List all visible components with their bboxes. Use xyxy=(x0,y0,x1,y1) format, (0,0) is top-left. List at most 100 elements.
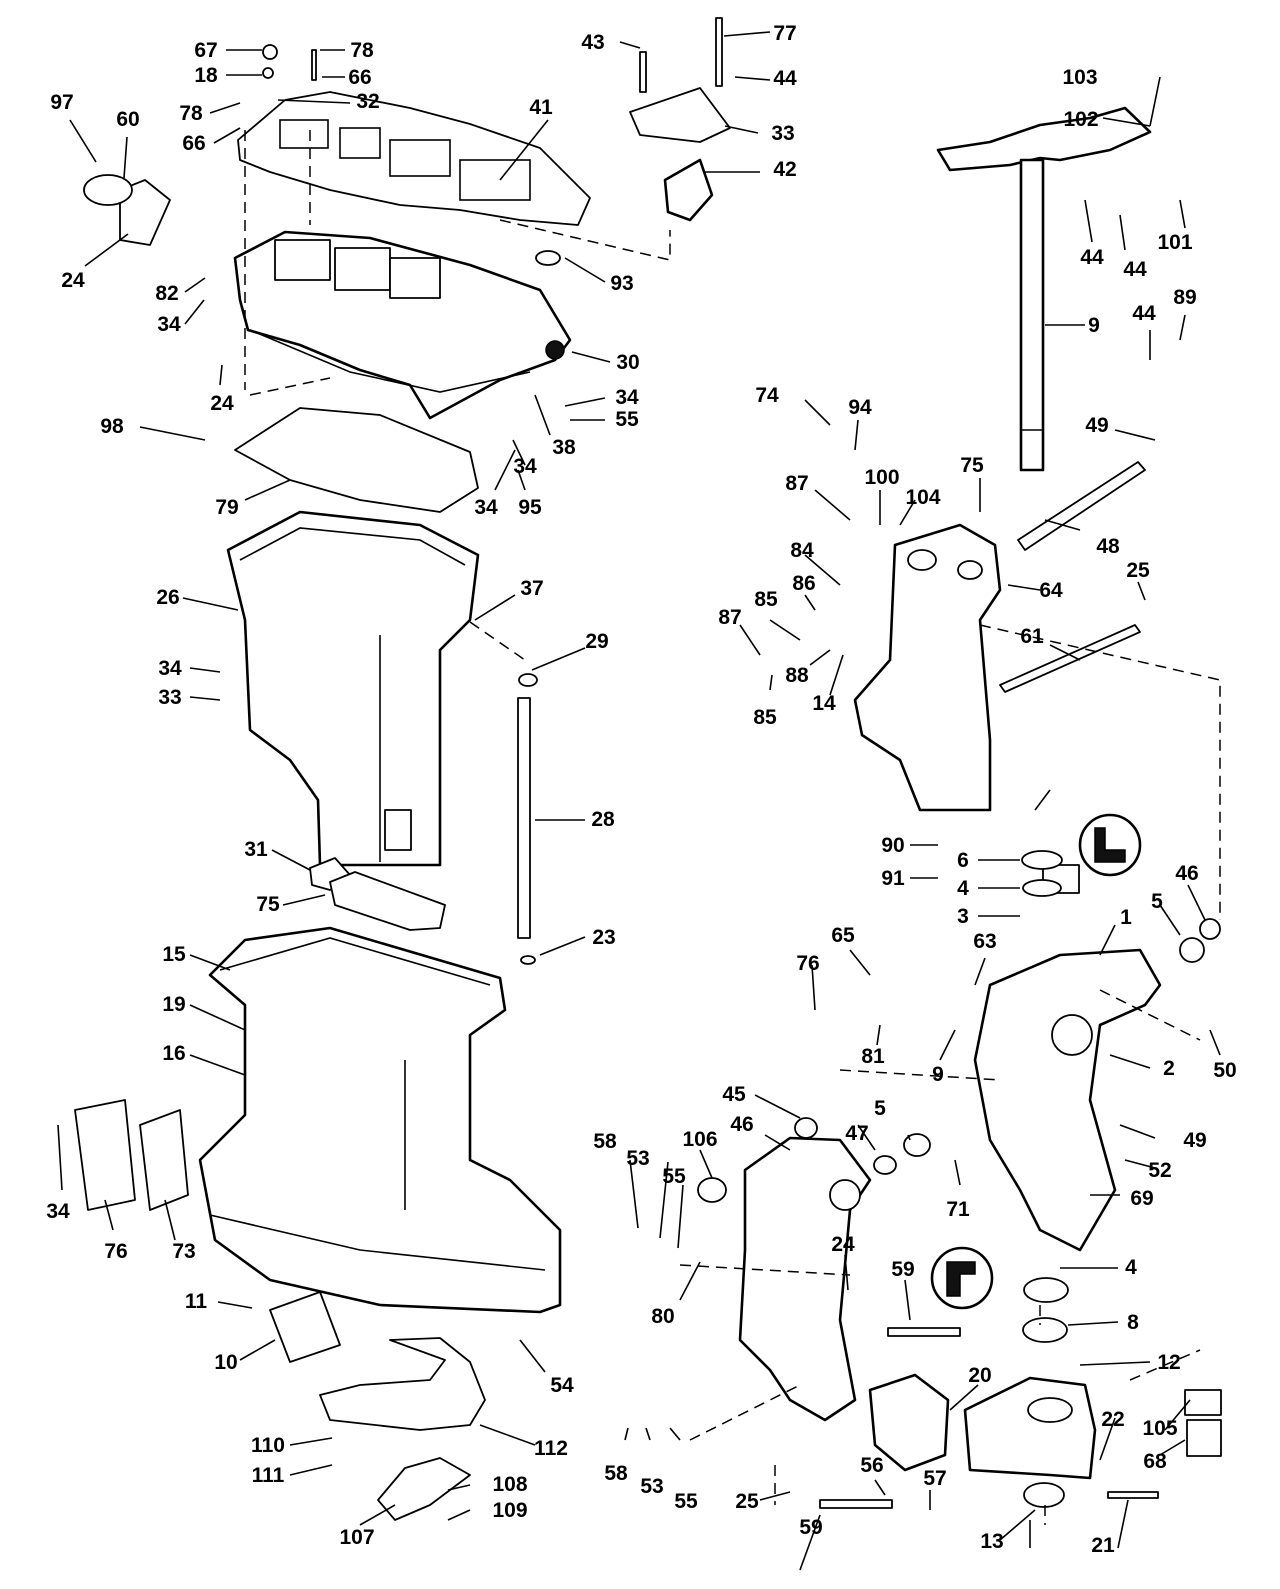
callout-6: 6 xyxy=(957,849,969,872)
callout-103: 103 xyxy=(1062,66,1097,89)
part-module-38 xyxy=(535,87,731,266)
callout-90: 88 xyxy=(785,664,809,687)
callout-85: 85 xyxy=(753,706,777,729)
callout-63: 63 xyxy=(973,930,996,953)
callout-19: 21 xyxy=(1091,1534,1115,1557)
callout-16: 16 xyxy=(162,1042,185,1065)
callout-9: 9 xyxy=(932,1063,944,1086)
callout-100: 98 xyxy=(100,415,124,438)
callout-88: 87 xyxy=(718,606,741,629)
callout-labels: 67 18 78 66 32 78 66 97 60 24 41 43 77 4… xyxy=(46,22,1236,1557)
callout-68: 68 xyxy=(1143,1450,1167,1473)
callout-79: 79 xyxy=(215,496,238,519)
callout-55: 55 xyxy=(674,1490,698,1513)
part-plate-112 xyxy=(319,1337,486,1521)
callout-44: 45 xyxy=(722,1083,746,1106)
callout-20: 22 xyxy=(1101,1408,1124,1431)
callout-27: 28 xyxy=(591,808,615,831)
callout-2: 2 xyxy=(1163,1057,1175,1080)
callout-24: 24 xyxy=(831,1233,855,1256)
callout-54: 54 xyxy=(550,1374,574,1397)
callout-99: 97 xyxy=(50,91,73,114)
callout-36: 38 xyxy=(552,436,576,459)
callout-35: 37 xyxy=(520,577,543,600)
callout-34: 34 xyxy=(158,657,182,680)
callout-12: 12 xyxy=(1157,1351,1180,1374)
callout-102: 102 xyxy=(1063,108,1098,131)
callout-101: 101 xyxy=(1157,231,1192,254)
assembly-lines xyxy=(244,130,1221,1525)
callout-22: 23 xyxy=(592,926,615,949)
callout-53: 53 xyxy=(640,1475,663,1498)
callout-84: 84 xyxy=(790,539,814,562)
callout-64: 64 xyxy=(1039,579,1063,602)
callout-86: 85 xyxy=(754,588,778,611)
callout-39: 43 xyxy=(581,31,604,54)
callout-107: 107 xyxy=(339,1526,374,1549)
callout-42: 44 xyxy=(1080,246,1104,269)
callout-14: 14 xyxy=(812,692,836,715)
callout-93: 91 xyxy=(881,867,905,890)
part-plates xyxy=(74,1099,341,1363)
callout-38: 42 xyxy=(773,158,796,181)
part-adapter-30 xyxy=(233,230,572,420)
callout-4: 4 xyxy=(957,877,969,900)
callout-65: 65 xyxy=(831,924,855,947)
leader-lines xyxy=(57,31,1221,1571)
callout-18: 20 xyxy=(968,1364,991,1387)
callout-89: 87 xyxy=(785,472,808,495)
callout-3: 3 xyxy=(957,905,969,928)
part-gasket-37 xyxy=(237,91,591,226)
callout-56: 56 xyxy=(860,1454,883,1477)
callout-108: 108 xyxy=(492,1473,527,1496)
callout-52: 52 xyxy=(1148,1159,1171,1182)
callout-15: 15 xyxy=(162,943,186,966)
callout-44: 44 xyxy=(1132,302,1156,325)
seal-profile-icon xyxy=(1078,813,1142,877)
callout-33: 33 xyxy=(158,686,181,709)
callout-76: 76 xyxy=(104,1240,127,1263)
callout-66: 66 xyxy=(348,66,371,89)
callout-112: 112 xyxy=(534,1437,568,1460)
callout-73: 76 xyxy=(796,952,819,975)
callout-8: 8 xyxy=(1127,1311,1139,1334)
callout-72: 73 xyxy=(172,1240,195,1263)
callout-106: 106 xyxy=(682,1128,717,1151)
part-stern-bracket-45 xyxy=(738,1136,872,1422)
callout-45: 46 xyxy=(730,1113,753,1136)
callout-49: 49 xyxy=(1183,1129,1206,1152)
callout-17: 19 xyxy=(162,993,185,1016)
callout-87: 86 xyxy=(792,572,815,595)
callout-109: 109 xyxy=(492,1499,527,1522)
callout-17: 18 xyxy=(194,64,218,87)
callout-11: 11 xyxy=(185,1290,208,1313)
callout-31: 32 xyxy=(356,90,379,113)
callout-28: 29 xyxy=(585,630,608,653)
callout-53: 53 xyxy=(626,1147,649,1170)
callout-51: 55 xyxy=(615,408,639,431)
callout-75: 75 xyxy=(960,454,984,477)
callout-111: 111 xyxy=(252,1464,285,1487)
callout-110: 110 xyxy=(251,1434,285,1457)
callout-82: 82 xyxy=(155,282,178,305)
callout-37: 41 xyxy=(529,96,553,119)
callout-66: 66 xyxy=(182,132,205,155)
callout-23: 24 xyxy=(210,392,234,415)
callout-104: 104 xyxy=(905,486,940,509)
callout-98: 100 xyxy=(864,466,899,489)
callout-81: 81 xyxy=(861,1045,885,1068)
callout-48: 49 xyxy=(1085,414,1108,437)
part-gasket-79 xyxy=(234,407,479,513)
callout-80: 80 xyxy=(651,1305,674,1328)
callout-32: 33 xyxy=(771,122,794,145)
callout-60: 60 xyxy=(116,108,139,131)
callout-4: 4 xyxy=(1125,1256,1137,1279)
callout-5: 5 xyxy=(874,1097,886,1120)
callout-33: 34 xyxy=(46,1200,70,1223)
part-seals-29-71 xyxy=(309,857,446,931)
callout-58: 58 xyxy=(604,1462,628,1485)
callout-41: 44 xyxy=(1123,258,1147,281)
callout-69: 69 xyxy=(1130,1187,1153,1210)
callout-97: 95 xyxy=(518,496,542,519)
callout-59: 59 xyxy=(799,1516,822,1539)
